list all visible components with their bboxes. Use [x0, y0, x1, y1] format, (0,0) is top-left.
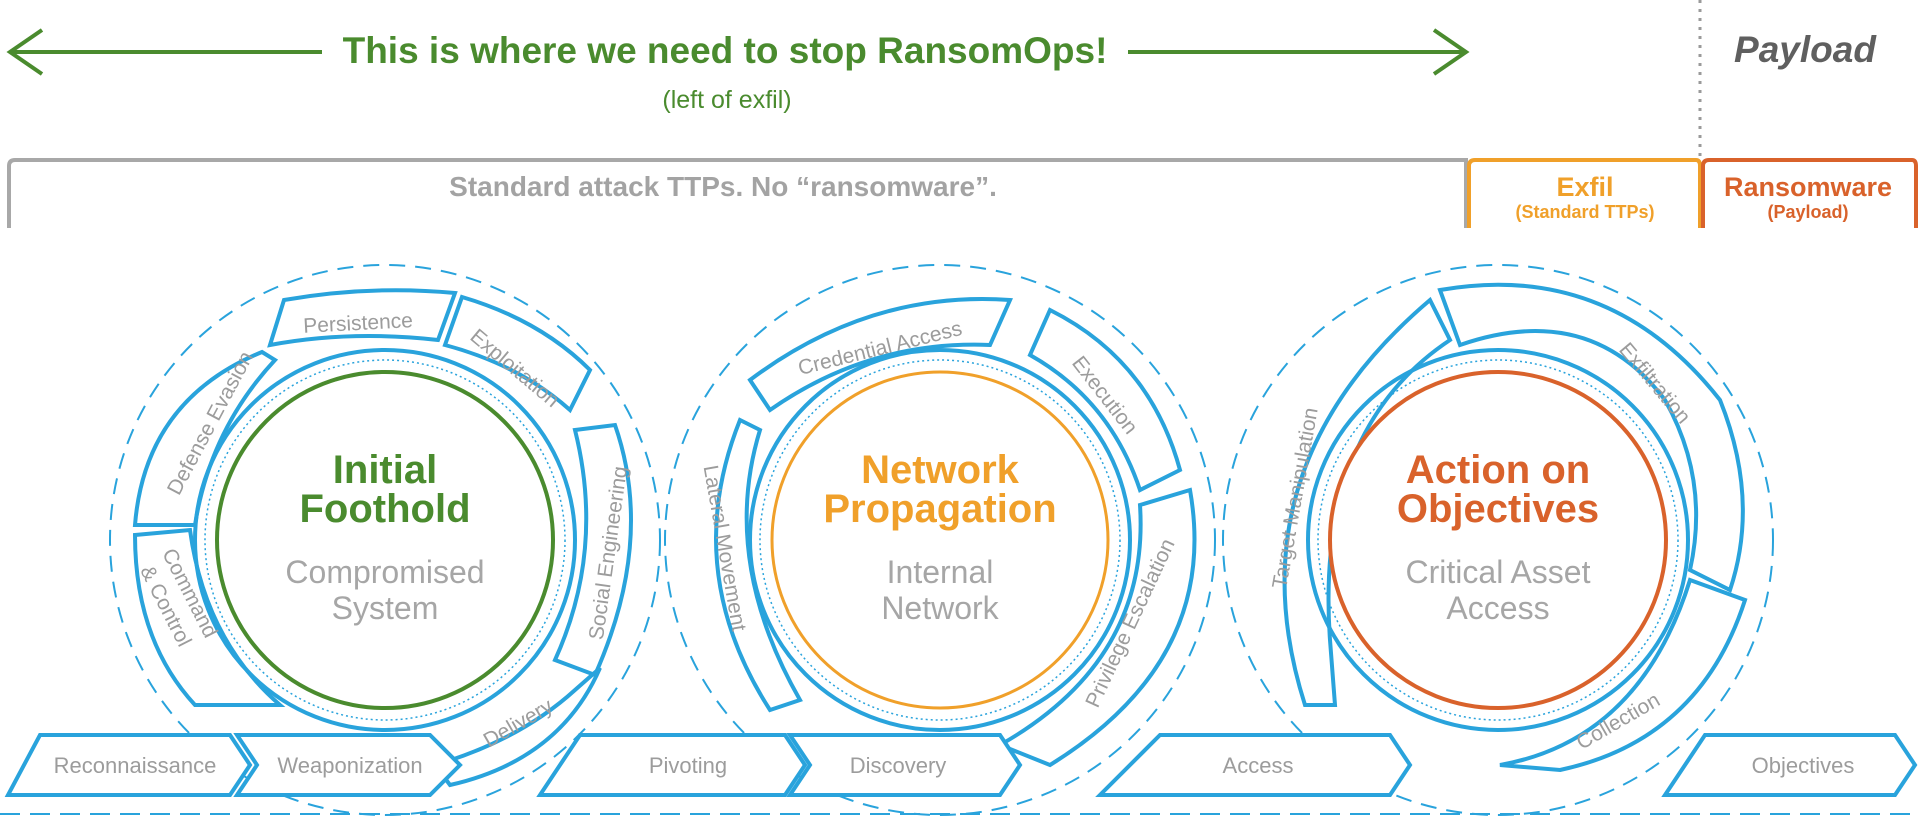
chevron-label-discovery: Discovery: [850, 753, 947, 778]
exploitation-segment: [442, 294, 593, 414]
stage-1-sub-line2: System: [332, 590, 439, 626]
stage-1-sub-line1: Compromised: [285, 554, 484, 590]
exfil-bracket: [1467, 158, 1702, 228]
standard-ttps-label: Standard attack TTPs. No “ransomware”.: [449, 171, 997, 202]
stage-1-inner-ring: [193, 348, 577, 732]
stage-1-title-line1: Initial: [333, 448, 437, 492]
chevron-reconnaissance: [4, 733, 253, 797]
credential-access-segment: [747, 297, 1013, 413]
ransomware-label: Ransomware: [1724, 172, 1892, 202]
privilege-escalation-segment: [995, 487, 1197, 768]
tactic-collection: Collection: [1573, 688, 1664, 754]
exfiltration-segment: [1437, 282, 1745, 593]
stage-3-inner-ring: [1306, 348, 1690, 732]
stage-1-dashed-orbit: [109, 264, 661, 816]
stage-3-sub-line1: Critical Asset: [1406, 554, 1591, 590]
stage-3-title-line1: Action on: [1406, 448, 1590, 492]
tactic-social-engineering: Social Engineering: [585, 465, 632, 642]
stage-2-title-line2: Propagation: [823, 487, 1056, 531]
ransomware-bracket: [1701, 158, 1918, 228]
ransomware-sub: (Payload): [1767, 202, 1848, 222]
exfil-sub: (Standard TTPs): [1515, 202, 1654, 222]
chevron-label-weaponization: Weaponization: [277, 753, 422, 778]
chevron-label-reconnaissance: Reconnaissance: [54, 753, 217, 778]
exfil-label: Exfil: [1556, 172, 1613, 202]
execution-segment: [1027, 307, 1183, 493]
stage-action-on-objectives: Action on Objectives Critical Asset Acce…: [1222, 264, 1774, 816]
stage-2-sub-line2: Network: [881, 590, 999, 626]
stage-2-sub-line1: Internal: [887, 554, 994, 590]
chevron-pivoting: [536, 733, 808, 797]
kill-chain-chevrons: Reconnaissance Weaponization Pivoting Di…: [0, 733, 1920, 815]
stage-3-sub-line2: Access: [1446, 590, 1549, 626]
stage-3-core: [1328, 370, 1668, 710]
collection-segment: [1499, 577, 1748, 773]
stage-2-dotted-ring: [759, 359, 1121, 721]
stop-ransomops-arrow: [6, 28, 1470, 76]
tactic-persistence: Persistence: [303, 309, 414, 338]
payload-label: Payload: [1734, 29, 1877, 70]
stage-1-dotted-ring: [204, 359, 566, 721]
banner-headline: This is where we need to stop RansomOps!: [343, 30, 1108, 71]
stage-3-title-line2: Objectives: [1397, 487, 1599, 531]
stage-2-inner-ring: [748, 348, 1132, 732]
persistence-segment: [267, 288, 458, 348]
chevron-objectives: [1661, 733, 1918, 797]
stage-2-core: [770, 370, 1110, 710]
chevron-weaponization: [233, 733, 463, 797]
chevron-discovery: [786, 733, 1023, 797]
stage-network-propagation: Network Propagation Internal Network Cre…: [664, 264, 1216, 816]
stage-2-title-line1: Network: [861, 448, 1020, 492]
chevron-label-pivoting: Pivoting: [649, 753, 727, 778]
tactic-delivery: Delivery: [480, 694, 558, 752]
stage-3-dotted-ring: [1317, 359, 1679, 721]
stage-1-title-line2: Foothold: [299, 487, 470, 531]
lateral-movement-segment: [714, 417, 803, 713]
delivery-segment: [431, 666, 602, 788]
chevron-label-access: Access: [1223, 753, 1294, 778]
defense-evasion-segment: [132, 349, 279, 527]
chevron-access: [1095, 733, 1413, 797]
chevron-label-objectives: Objectives: [1752, 753, 1855, 778]
standard-ttps-bracket: [7, 158, 1468, 228]
stage-initial-foothold: Initial Foothold Compromised System Pers…: [109, 264, 661, 816]
stage-1-core: [215, 370, 555, 710]
banner-subline: (left of exfil): [662, 86, 791, 114]
tactic-lateral-movement: Lateral Movement: [699, 463, 751, 633]
stage-3-dashed-orbit: [1222, 264, 1774, 816]
target-manipulation-segment: [1282, 296, 1453, 707]
